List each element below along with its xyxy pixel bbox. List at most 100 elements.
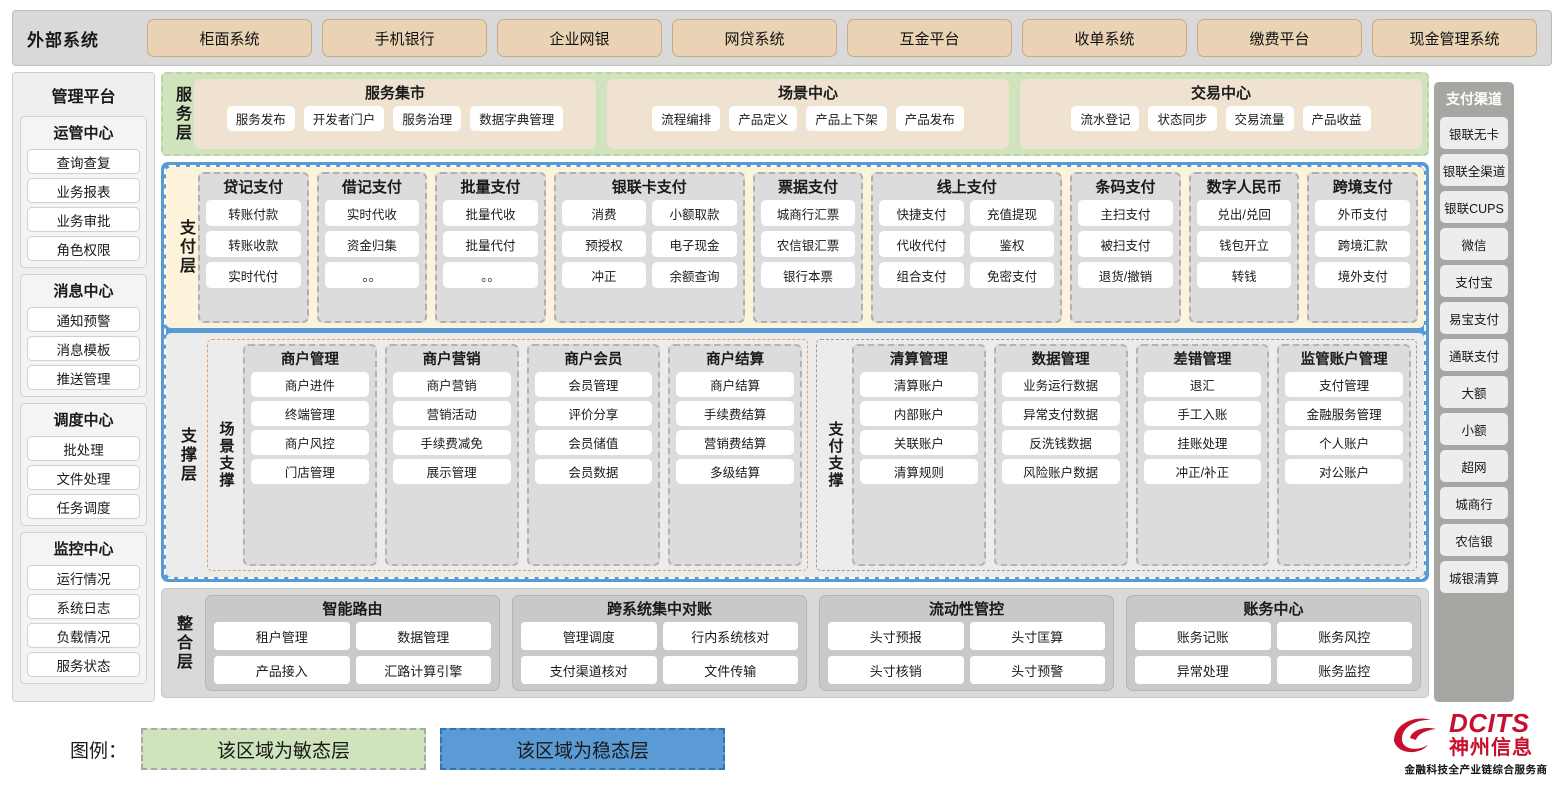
payment-item[interactable]: 农信银汇票 xyxy=(761,231,856,257)
support-item[interactable]: 会员数据 xyxy=(535,459,653,484)
payment-item[interactable]: 实时代收 xyxy=(325,200,420,226)
service-item[interactable]: 产品定义 xyxy=(729,106,797,131)
service-item[interactable]: 开发者门户 xyxy=(304,106,385,131)
payment-item[interactable]: 余额查询 xyxy=(652,262,736,288)
service-item[interactable]: 产品收益 xyxy=(1303,106,1371,131)
external-system-item[interactable]: 互金平台 xyxy=(847,19,1012,57)
support-item[interactable]: 对公账户 xyxy=(1285,459,1403,484)
payment-item[interactable]: 消费 xyxy=(562,200,646,226)
management-item[interactable]: 业务审批 xyxy=(27,207,140,232)
support-item[interactable]: 冲正/补正 xyxy=(1144,459,1262,484)
integration-item[interactable]: 租户管理 xyxy=(214,622,350,650)
payment-item[interactable]: 跨境汇款 xyxy=(1315,231,1410,257)
payment-channel-item[interactable]: 超网 xyxy=(1440,450,1508,482)
payment-item[interactable]: 鉴权 xyxy=(970,231,1054,257)
integration-item[interactable]: 账务记账 xyxy=(1135,622,1271,650)
management-item[interactable]: 运行情况 xyxy=(27,565,140,590)
payment-item[interactable]: 。。 xyxy=(325,262,420,288)
support-item[interactable]: 业务运行数据 xyxy=(1002,372,1120,397)
support-item[interactable]: 清算规则 xyxy=(860,459,978,484)
support-item[interactable]: 营销费结算 xyxy=(676,430,794,455)
management-item[interactable]: 负载情况 xyxy=(27,623,140,648)
support-item[interactable]: 营销活动 xyxy=(393,401,511,426)
support-item[interactable]: 终端管理 xyxy=(251,401,369,426)
payment-channel-item[interactable]: 通联支付 xyxy=(1440,339,1508,371)
service-item[interactable]: 数据字典管理 xyxy=(470,106,563,131)
support-item[interactable]: 多级结算 xyxy=(676,459,794,484)
support-item[interactable]: 手续费结算 xyxy=(676,401,794,426)
support-item[interactable]: 挂账处理 xyxy=(1144,430,1262,455)
payment-item[interactable]: 转账收款 xyxy=(206,231,301,257)
support-item[interactable]: 内部账户 xyxy=(860,401,978,426)
external-system-item[interactable]: 柜面系统 xyxy=(147,19,312,57)
payment-item[interactable]: 代收代付 xyxy=(879,231,963,257)
integration-item[interactable]: 管理调度 xyxy=(521,622,657,650)
support-item[interactable]: 异常支付数据 xyxy=(1002,401,1120,426)
payment-item[interactable]: 银行本票 xyxy=(761,262,856,288)
payment-channel-item[interactable]: 银联无卡 xyxy=(1440,117,1508,149)
payment-item[interactable]: 电子现金 xyxy=(652,231,736,257)
payment-item[interactable]: 钱包开立 xyxy=(1197,231,1292,257)
payment-channel-item[interactable]: 小额 xyxy=(1440,413,1508,445)
support-item[interactable]: 商户风控 xyxy=(251,430,369,455)
payment-channel-item[interactable]: 大额 xyxy=(1440,376,1508,408)
payment-item[interactable]: 批量代收 xyxy=(443,200,538,226)
support-item[interactable]: 反洗钱数据 xyxy=(1002,430,1120,455)
external-system-item[interactable]: 缴费平台 xyxy=(1197,19,1362,57)
service-item[interactable]: 产品上下架 xyxy=(806,106,887,131)
payment-channel-item[interactable]: 城商行 xyxy=(1440,487,1508,519)
integration-item[interactable]: 汇路计算引擎 xyxy=(356,656,492,684)
payment-channel-item[interactable]: 微信 xyxy=(1440,228,1508,260)
payment-item[interactable]: 小额取款 xyxy=(652,200,736,226)
external-system-item[interactable]: 收单系统 xyxy=(1022,19,1187,57)
service-item[interactable]: 服务治理 xyxy=(393,106,461,131)
payment-item[interactable]: 主扫支付 xyxy=(1078,200,1173,226)
integration-item[interactable]: 行内系统核对 xyxy=(663,622,799,650)
payment-item[interactable]: 充值提现 xyxy=(970,200,1054,226)
payment-item[interactable]: 转钱 xyxy=(1197,262,1292,288)
service-item[interactable]: 状态同步 xyxy=(1148,106,1216,131)
support-item[interactable]: 手续费减免 xyxy=(393,430,511,455)
management-item[interactable]: 业务报表 xyxy=(27,178,140,203)
payment-item[interactable]: 。。 xyxy=(443,262,538,288)
management-item[interactable]: 任务调度 xyxy=(27,494,140,519)
support-item[interactable]: 门店管理 xyxy=(251,459,369,484)
service-item[interactable]: 产品发布 xyxy=(896,106,964,131)
integration-item[interactable]: 头寸匡算 xyxy=(970,622,1106,650)
integration-item[interactable]: 头寸预警 xyxy=(970,656,1106,684)
integration-item[interactable]: 产品接入 xyxy=(214,656,350,684)
payment-channel-item[interactable]: 银联CUPS xyxy=(1440,191,1508,223)
management-item[interactable]: 消息模板 xyxy=(27,336,140,361)
management-item[interactable]: 文件处理 xyxy=(27,465,140,490)
payment-item[interactable]: 免密支付 xyxy=(970,262,1054,288)
management-item[interactable]: 查询查复 xyxy=(27,149,140,174)
external-system-item[interactable]: 手机银行 xyxy=(322,19,487,57)
integration-item[interactable]: 账务监控 xyxy=(1277,656,1413,684)
integration-item[interactable]: 异常处理 xyxy=(1135,656,1271,684)
support-item[interactable]: 关联账户 xyxy=(860,430,978,455)
support-item[interactable]: 风险账户数据 xyxy=(1002,459,1120,484)
support-item[interactable]: 退汇 xyxy=(1144,372,1262,397)
payment-channel-item[interactable]: 农信银 xyxy=(1440,524,1508,556)
payment-item[interactable]: 快捷支付 xyxy=(879,200,963,226)
support-item[interactable]: 手工入账 xyxy=(1144,401,1262,426)
payment-item[interactable]: 组合支付 xyxy=(879,262,963,288)
external-system-item[interactable]: 企业网银 xyxy=(497,19,662,57)
payment-item[interactable]: 预授权 xyxy=(562,231,646,257)
payment-channel-item[interactable]: 城银清算 xyxy=(1440,561,1508,593)
payment-item[interactable]: 外币支付 xyxy=(1315,200,1410,226)
service-item[interactable]: 流程编排 xyxy=(652,106,720,131)
external-system-item[interactable]: 网贷系统 xyxy=(672,19,837,57)
management-item[interactable]: 推送管理 xyxy=(27,365,140,390)
integration-item[interactable]: 账务风控 xyxy=(1277,622,1413,650)
management-item[interactable]: 服务状态 xyxy=(27,652,140,677)
support-item[interactable]: 商户结算 xyxy=(676,372,794,397)
support-item[interactable]: 评价分享 xyxy=(535,401,653,426)
payment-item[interactable]: 批量代付 xyxy=(443,231,538,257)
service-item[interactable]: 交易流量 xyxy=(1226,106,1294,131)
payment-item[interactable]: 兑出/兑回 xyxy=(1197,200,1292,226)
support-item[interactable]: 会员管理 xyxy=(535,372,653,397)
support-item[interactable]: 支付管理 xyxy=(1285,372,1403,397)
payment-item[interactable]: 被扫支付 xyxy=(1078,231,1173,257)
support-item[interactable]: 清算账户 xyxy=(860,372,978,397)
